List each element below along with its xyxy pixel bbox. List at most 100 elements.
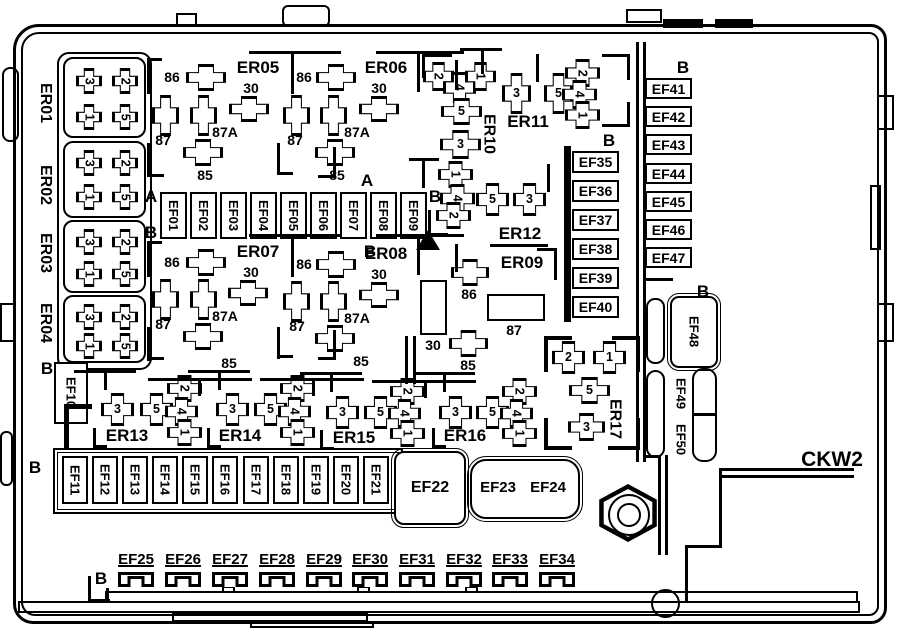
relay-label-ER04: ER04 — [37, 302, 54, 344]
relay-pin-1-108: 1 — [390, 420, 425, 447]
line-segment — [685, 545, 688, 602]
line-segment — [147, 58, 162, 61]
line-segment — [147, 327, 150, 361]
line-segment — [198, 378, 201, 396]
pin-label-85-63: 85 — [353, 353, 369, 369]
fuse-EF39: EF39 — [572, 267, 619, 289]
fuse-EF32: EF32 — [446, 550, 482, 568]
line-segment — [93, 428, 96, 448]
fuse-ef23-ef24-housing — [466, 455, 584, 523]
fuse-EF41: EF41 — [645, 78, 692, 99]
relay-label-ER01: ER01 — [37, 82, 54, 124]
relay-socket-ER02 — [63, 141, 146, 218]
line-segment — [104, 370, 107, 390]
marker-B-189: B — [40, 358, 54, 378]
rail-bump — [357, 586, 370, 593]
left-tab — [2, 67, 19, 142]
slot — [646, 298, 665, 364]
relay-label-ER13: ER13 — [105, 425, 149, 445]
relay-pin-3-110: 3 — [439, 396, 472, 429]
fuse-EF48: EF48 — [666, 292, 722, 372]
fuse-EF09: EF09 — [400, 192, 427, 239]
line-segment — [455, 60, 458, 90]
pin-label-87-68: 87 — [506, 322, 522, 338]
line-segment — [643, 42, 646, 462]
left-tab — [0, 431, 13, 486]
line-segment — [627, 102, 630, 127]
brk-158 — [259, 572, 295, 587]
relay-pin-1-117: 1 — [593, 341, 626, 374]
pin-label-87A-50: 87A — [212, 308, 238, 324]
line-segment — [564, 146, 571, 322]
marker-B-185: B — [363, 241, 377, 261]
fuse-EF42: EF42 — [645, 106, 692, 127]
right-tab — [877, 95, 894, 130]
line-segment — [544, 336, 572, 340]
relay-socket-ER03 — [63, 220, 146, 293]
cr-32 — [316, 64, 356, 91]
line-segment — [424, 380, 427, 398]
pin-label-30-26: 30 — [243, 80, 259, 96]
line-segment — [207, 428, 210, 448]
line-segment — [643, 278, 673, 281]
line-segment — [312, 378, 315, 396]
marker-B-191: B — [94, 568, 108, 588]
slot — [646, 370, 665, 458]
line-segment — [547, 164, 550, 192]
fuse-EF04: EF04 — [250, 192, 277, 239]
mounting-nut-bore — [617, 503, 641, 527]
relay-label-ER02: ER02 — [37, 164, 54, 206]
fuse-EF07: EF07 — [340, 192, 367, 239]
line-segment — [277, 172, 293, 175]
relay-label-ER03: ER03 — [37, 232, 54, 274]
fuse-EF24: EF24 — [530, 478, 566, 496]
rect-69 — [420, 280, 447, 335]
pin-label-87-49: 87 — [155, 316, 171, 332]
right-tab — [877, 303, 894, 342]
cr-43 — [186, 249, 226, 276]
fuse-EF40: EF40 — [572, 296, 619, 318]
fuse-EF15: EF15 — [182, 456, 208, 504]
line-segment — [636, 42, 639, 462]
line-segment — [658, 455, 661, 555]
left-tab — [0, 303, 15, 342]
fuse-EF20: EF20 — [333, 456, 359, 504]
fuse-EF37: EF37 — [572, 209, 619, 231]
line-segment — [417, 51, 420, 92]
relay-pin-2-87: 2 — [436, 202, 471, 229]
line-segment — [413, 336, 416, 384]
brk-161 — [399, 572, 435, 587]
line-segment — [405, 336, 408, 384]
relay-connector-housing — [57, 52, 152, 370]
fuse-EF30: EF30 — [352, 550, 388, 568]
fuse-EF16: EF16 — [212, 456, 238, 504]
line-segment — [715, 19, 753, 28]
line-segment — [218, 370, 221, 390]
line-segment — [147, 143, 150, 177]
pin-label-30-70: 30 — [425, 337, 441, 353]
fuse-EF23: EF23 — [480, 478, 516, 496]
relay-pin-3-79: 3 — [502, 73, 531, 114]
relay-label-ER17: ER17 — [606, 398, 624, 440]
relay-label-ER10: ER10 — [480, 113, 498, 155]
cr-51 — [183, 323, 223, 350]
marker-A-183: A — [360, 170, 374, 190]
cr-54 — [316, 251, 356, 278]
relay-socket-ER01 — [63, 57, 146, 138]
line-segment — [432, 428, 435, 448]
relay-pin-5-76: 5 — [441, 98, 482, 125]
rail-bump — [465, 586, 478, 593]
fuse-EF13: EF13 — [122, 456, 148, 504]
brk-156 — [165, 572, 201, 587]
line-segment — [291, 51, 294, 94]
fuse-EF22: EF22 — [390, 447, 470, 529]
pin-label-87-38: 87 — [287, 132, 303, 148]
fuse-EF33: EF33 — [492, 550, 528, 568]
pin-label-87-27: 87 — [155, 132, 171, 148]
brk-157 — [212, 572, 248, 587]
line-segment — [719, 468, 722, 548]
line-segment — [422, 158, 425, 188]
pin-label-30-48: 30 — [243, 264, 259, 280]
line-segment — [443, 372, 446, 392]
